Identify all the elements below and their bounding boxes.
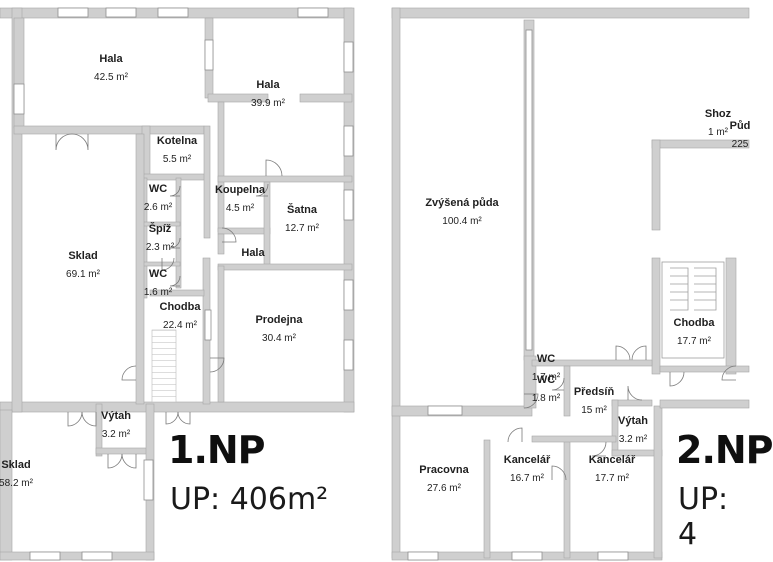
room-name: Výtah — [618, 415, 648, 427]
room-puda: Půd 225 — [730, 120, 751, 150]
floor-2-title: 2.NP — [676, 428, 773, 472]
room-area: 4.5 m² — [226, 203, 255, 214]
room-area: 15 m² — [581, 405, 607, 416]
room-area: 1.6 m² — [144, 287, 173, 298]
room-name: Kancelář — [589, 454, 636, 466]
room-name: Kotelna — [157, 135, 198, 147]
room-area: 100.4 m² — [442, 216, 482, 227]
room-area: 17.7 m² — [677, 336, 712, 347]
room-vytah-2: Výtah 3.2 m² — [618, 415, 648, 445]
room-area: 1.8 m² — [532, 393, 561, 404]
room-prodejna: Prodejna 30.4 m² — [255, 314, 303, 344]
room-name: Sklad — [1, 459, 30, 471]
room-name: Sklad — [68, 250, 97, 262]
floor-2-windows — [407, 29, 629, 561]
room-name: WC — [149, 183, 167, 195]
room-wc-1: WC 2.6 m² — [144, 183, 173, 213]
room-area: 22.4 m² — [163, 320, 198, 331]
room-area: 27.6 m² — [427, 483, 462, 494]
room-name: Zvýšená půda — [425, 197, 499, 209]
room-chodba-2: Chodba 17.7 m² — [674, 317, 716, 347]
room-koupelna: Koupelna 4.5 m² — [215, 184, 266, 214]
room-zvysena-puda: Zvýšená půda 100.4 m² — [425, 197, 499, 227]
room-name: WC — [149, 268, 167, 280]
floor-2-doors — [507, 345, 737, 481]
room-name: WC — [537, 353, 555, 365]
room-sklad-1: Sklad 69.1 m² — [66, 250, 101, 280]
room-wc-3: WC1.7 m² — [532, 353, 561, 383]
room-kotelna: Kotelna 5.5 m² — [157, 135, 198, 165]
room-name: Hala — [256, 79, 280, 91]
floor-2-stairs — [661, 261, 725, 359]
room-hala-2: Hala 39.9 m² — [251, 79, 286, 109]
room-area: 225 — [732, 139, 749, 150]
room-area: 3.2 m² — [619, 434, 648, 445]
room-labels: Hala 42.5 m² Hala 39.9 m² Kotelna 5.5 m² WC 2.6… — [0, 53, 750, 494]
room-area: 17.7 m² — [595, 473, 630, 484]
room-area: 3.2 m² — [102, 429, 131, 440]
room-hala-1: Hala 42.5 m² — [94, 53, 129, 83]
room-name: Pracovna — [419, 464, 469, 476]
room-kancelar-1: Kancelář 16.7 m² — [504, 454, 551, 484]
room-kancelar-2: Kancelář 17.7 m² — [589, 454, 636, 484]
room-area: 39.9 m² — [251, 98, 286, 109]
floor-plan-drawing: Hala 42.5 m² Hala 39.9 m² Kotelna 5.5 m² WC 2.6… — [0, 7, 750, 561]
room-name: Prodejna — [255, 314, 303, 326]
room-area: 2.6 m² — [144, 202, 173, 213]
room-area: 16.7 m² — [510, 473, 545, 484]
floor-2-usable-area: UP: 4 — [678, 482, 729, 552]
room-area: 30.4 m² — [262, 333, 297, 344]
room-name: Kancelář — [504, 454, 551, 466]
room-chodba-1: Chodba 22.4 m² — [160, 301, 202, 331]
room-sklad-2: Sklad 58.2 m² — [0, 459, 34, 489]
floor-1-title: 1.NP — [168, 428, 266, 472]
floor-1-windows — [13, 7, 354, 561]
room-name: Shoz — [705, 108, 732, 120]
floor-1-stairs — [151, 329, 177, 403]
room-name: Hala — [99, 53, 123, 65]
room-name: Hala — [241, 247, 265, 259]
room-hala-3: Hala — [241, 247, 265, 259]
room-name: Chodba — [160, 301, 202, 313]
room-area: 58.2 m² — [0, 478, 34, 489]
room-name: Špíž — [149, 222, 172, 235]
room-area: 5.5 m² — [163, 154, 192, 165]
room-area: 1.7 m² — [532, 372, 561, 383]
room-name: Koupelna — [215, 184, 266, 196]
room-name: Šatna — [287, 203, 318, 216]
room-pracovna: Pracovna 27.6 m² — [419, 464, 469, 494]
floor-1-walls — [0, 7, 355, 561]
floor-1-usable-area: UP: 406m² — [170, 482, 329, 517]
room-spiz: Špíž 2.3 m² — [146, 222, 175, 253]
room-satna: Šatna 12.7 m² — [285, 203, 320, 234]
room-shoz: Shoz 1 m² — [705, 108, 732, 138]
room-name: Předsíň — [574, 386, 615, 398]
room-wc-4: WC 1.8 m² — [532, 374, 561, 404]
room-name: Výtah — [101, 410, 131, 422]
room-name: Půd — [730, 120, 751, 132]
room-area: 12.7 m² — [285, 223, 320, 234]
room-name: WC — [537, 374, 555, 386]
room-vytah-1: Výtah 3.2 m² — [101, 410, 131, 440]
room-area: 69.1 m² — [66, 269, 101, 280]
room-area: 1 m² — [708, 127, 729, 138]
room-predsin: Předsíň 15 m² — [574, 386, 615, 416]
floor-1-doors — [55, 133, 283, 469]
room-area: 2.3 m² — [146, 242, 175, 253]
room-area: 42.5 m² — [94, 72, 129, 83]
room-name: Chodba — [674, 317, 716, 329]
room-wc-2: WC 1.6 m² — [144, 268, 173, 298]
